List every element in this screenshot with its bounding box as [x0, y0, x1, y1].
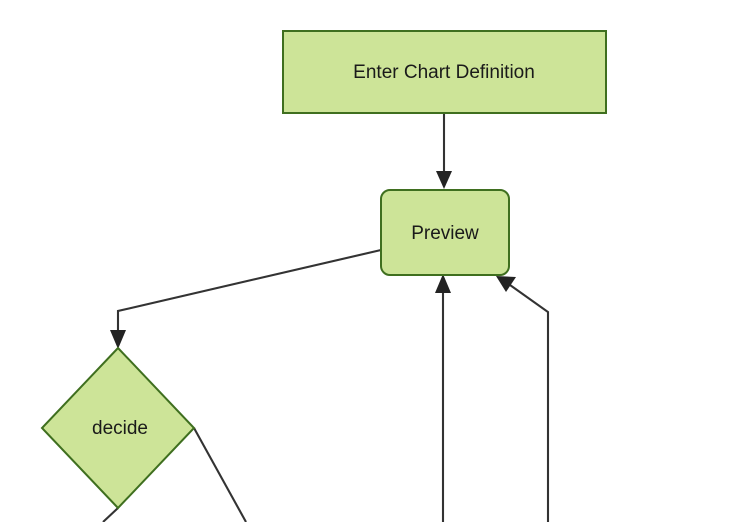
- edge-preview-to-decide[interactable]: [110, 248, 382, 349]
- edge-decide-branch-left[interactable]: [102, 507, 119, 522]
- edge-line: [509, 284, 550, 522]
- node-decide[interactable]: decide: [40, 346, 196, 510]
- edge-line: [193, 427, 247, 522]
- edge-enter-to-preview[interactable]: [436, 113, 452, 189]
- node-label: Preview: [411, 223, 479, 244]
- node-label: decide: [92, 418, 148, 439]
- node-rect: [282, 30, 607, 114]
- node-label: Enter Chart Definition: [353, 62, 535, 83]
- node-diamond: [40, 346, 196, 510]
- node-rounded-rect: [380, 189, 510, 276]
- node-layer: Enter Chart Definition Preview decide: [40, 30, 607, 510]
- edge-line: [116, 248, 382, 334]
- arrowhead-icon: [496, 276, 516, 292]
- edge-layer: [102, 113, 550, 522]
- edge-return-bottom-to-preview[interactable]: [435, 274, 451, 522]
- node-enter-chart-definition[interactable]: Enter Chart Definition: [282, 30, 607, 114]
- arrowhead-icon: [110, 330, 126, 349]
- edge-return-right-to-preview[interactable]: [496, 276, 550, 522]
- arrowhead-icon: [435, 274, 451, 293]
- edge-line: [102, 507, 119, 522]
- arrowhead-icon: [436, 171, 452, 189]
- edge-decide-branch-right[interactable]: [193, 427, 247, 522]
- node-preview[interactable]: Preview: [380, 189, 510, 276]
